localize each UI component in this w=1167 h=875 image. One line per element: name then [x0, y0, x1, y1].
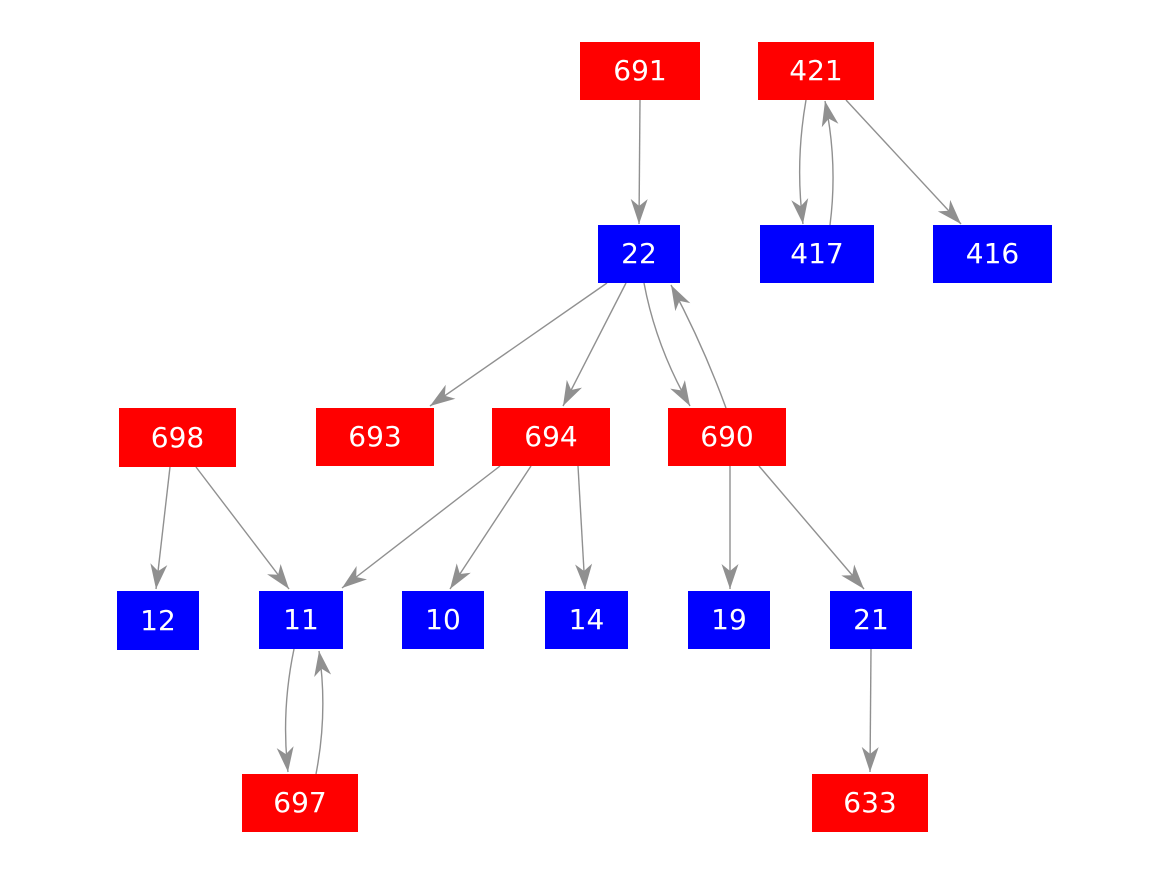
node-label: 417	[790, 237, 844, 270]
edge-694-14	[577, 465, 586, 590]
node-21: 21	[830, 591, 912, 649]
arrowhead-421-417	[791, 198, 809, 224]
arrowhead-690-19	[721, 564, 739, 589]
arrowhead-694-14	[575, 563, 593, 589]
edge-690-21	[758, 465, 865, 590]
node-label: 12	[140, 603, 176, 637]
arrowhead-417-421	[821, 101, 839, 128]
node-697: 697	[242, 774, 358, 832]
node-417: 417	[760, 225, 874, 283]
arrowhead-22-690	[670, 380, 690, 406]
node-label: 690	[700, 420, 754, 453]
arrowhead-698-11	[267, 564, 289, 589]
node-label: 697	[273, 786, 327, 819]
node-label: 21	[853, 603, 889, 636]
node-label: 416	[965, 237, 1020, 270]
arrowhead-698-12	[150, 563, 168, 589]
node-label: 11	[283, 603, 319, 636]
arrowhead-697-11	[314, 651, 332, 677]
node-label: 693	[348, 420, 402, 453]
node-698: 698	[119, 408, 236, 467]
node-11: 11	[259, 591, 343, 649]
arrowhead-694-11	[342, 566, 367, 588]
node-label: 19	[711, 603, 747, 636]
arrowhead-690-21	[841, 564, 864, 589]
edge-691-22	[638, 99, 641, 225]
node-label: 698	[150, 420, 205, 454]
arrowhead-11-697	[276, 746, 294, 772]
arrowhead-691-22	[630, 198, 648, 224]
node-10: 10	[402, 591, 484, 649]
edge-698-11	[195, 466, 290, 590]
node-694: 694	[492, 408, 610, 466]
arrowhead-694-10	[450, 563, 471, 589]
node-421: 421	[758, 42, 874, 100]
edge-21-633	[869, 648, 872, 773]
edge-22-694	[562, 282, 627, 407]
node-label: 691	[613, 54, 667, 87]
node-label: 421	[789, 54, 843, 87]
node-633: 633	[812, 774, 928, 832]
node-14: 14	[545, 591, 628, 649]
arrowhead-22-694	[563, 379, 582, 406]
node-690: 690	[668, 408, 786, 466]
arrowhead-22-693	[430, 384, 456, 406]
edge-694-11	[341, 465, 501, 589]
node-691: 691	[580, 42, 700, 100]
edge-694-10	[449, 465, 532, 590]
node-label: 14	[568, 603, 605, 636]
arrowhead-421-416	[937, 199, 961, 224]
edge-22-693	[429, 282, 608, 407]
node-label: 22	[621, 237, 657, 270]
node-416: 416	[933, 225, 1052, 283]
node-693: 693	[316, 408, 434, 466]
node-12: 12	[117, 591, 199, 650]
edge-698-12	[155, 466, 171, 590]
node-22: 22	[598, 225, 680, 283]
node-label: 633	[843, 786, 897, 819]
arrowhead-690-22	[671, 285, 691, 312]
node-label: 694	[524, 420, 578, 453]
edge-421-416	[845, 99, 962, 225]
node-19: 19	[688, 591, 770, 649]
arrowhead-21-633	[861, 746, 879, 772]
node-label: 10	[425, 603, 461, 636]
